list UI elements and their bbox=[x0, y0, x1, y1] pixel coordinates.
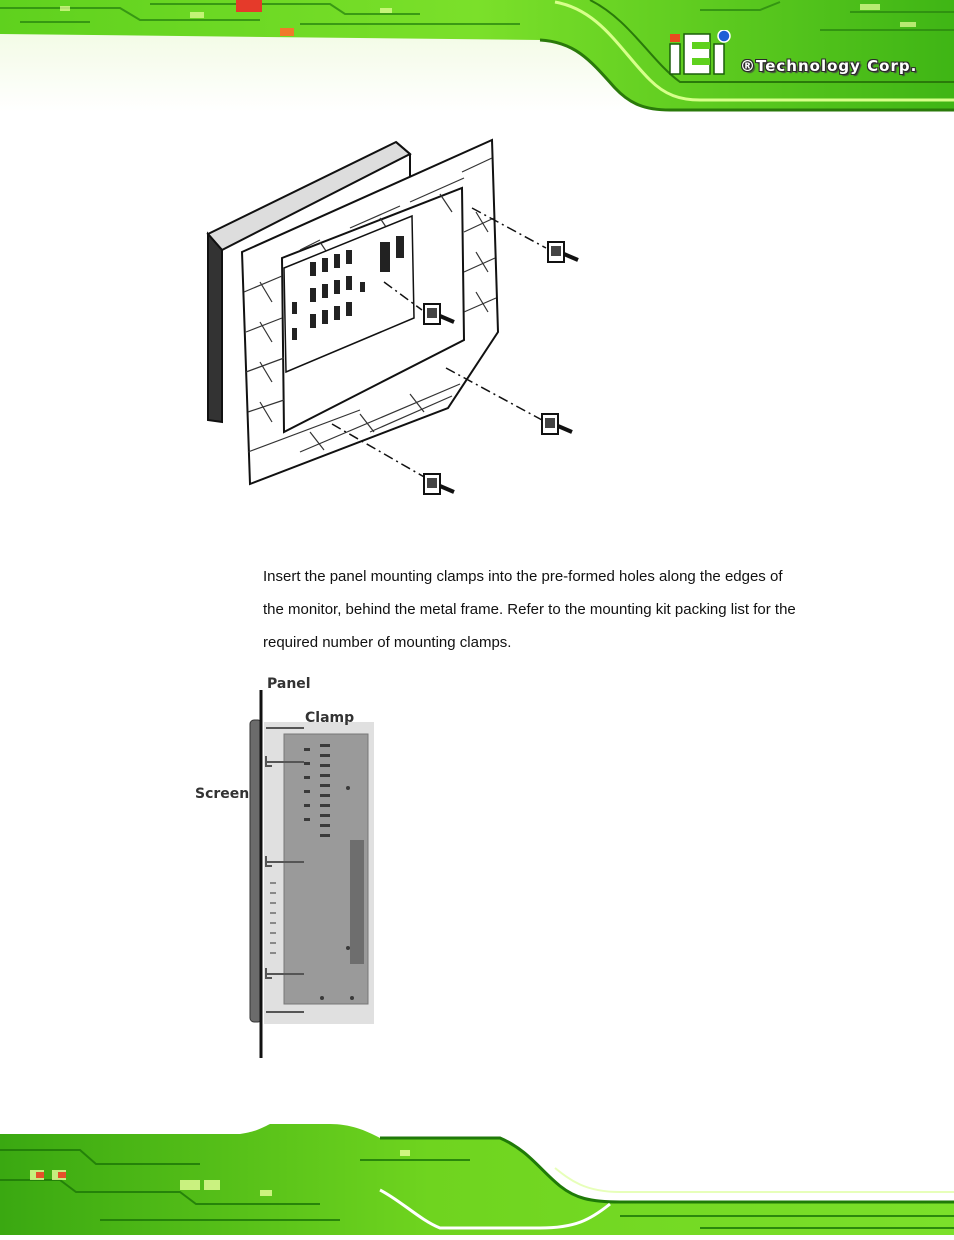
panel-mount-exploded-figure bbox=[200, 132, 590, 504]
label-screen: Screen bbox=[195, 786, 250, 802]
label-clamp: Clamp bbox=[305, 710, 355, 726]
panel-clamp-side-figure: Panel Clamp Screen bbox=[190, 672, 390, 1062]
paragraph-line: Insert the panel mounting clamps into th… bbox=[263, 568, 783, 585]
instruction-paragraph: Insert the panel mounting clamps into th… bbox=[263, 560, 833, 659]
pcb-header-banner bbox=[0, 0, 954, 112]
paragraph-line: required number of mounting clamps. bbox=[263, 634, 512, 651]
side-view-illustration bbox=[249, 690, 374, 1058]
iei-logo-icon bbox=[669, 30, 731, 75]
company-tagline: ®Technology Corp. bbox=[740, 57, 918, 75]
company-logo: ®Technology Corp. bbox=[666, 26, 926, 84]
panel-mount-exploded-illustration bbox=[206, 138, 579, 495]
mounting-clamp-icon bbox=[423, 241, 579, 495]
paragraph-line: the monitor, behind the metal frame. Ref… bbox=[263, 601, 796, 618]
page-header: ®Technology Corp. bbox=[0, 0, 954, 112]
page-footer bbox=[0, 1120, 954, 1235]
pcb-footer-banner bbox=[0, 1120, 954, 1235]
label-panel: Panel bbox=[267, 676, 311, 692]
clamp-screw-icon bbox=[265, 727, 304, 1013]
